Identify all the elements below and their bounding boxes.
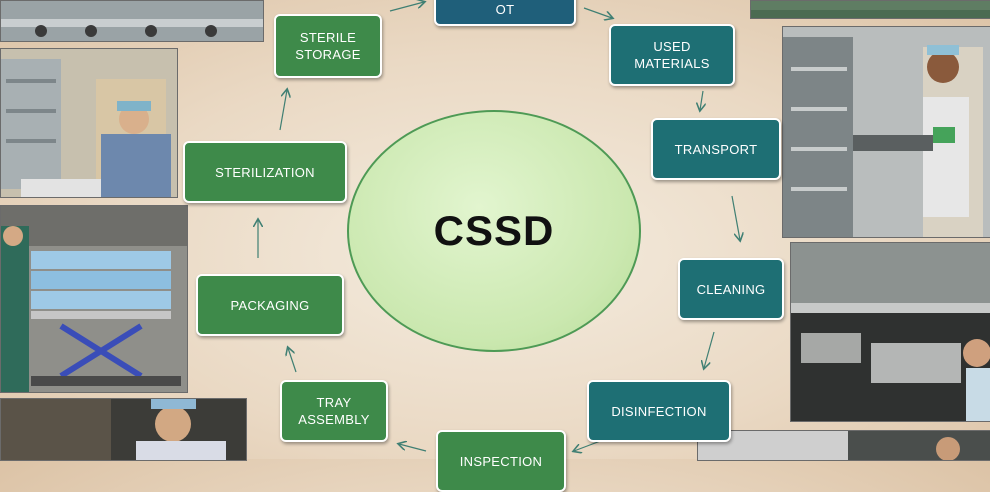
- arrow-cleaning-to-disinfection: [704, 331, 715, 368]
- node-sterilization: STERILIZATION: [183, 141, 347, 203]
- arrow-transport-to-cleaning: [731, 195, 740, 240]
- node-transport-label: TRANSPORT: [674, 141, 758, 157]
- node-disinfection: DISINFECTION: [587, 380, 731, 442]
- photo-green-drapes: [750, 0, 990, 19]
- arrow-inspection-to-tray: [399, 444, 427, 452]
- node-disinfection-label: DISINFECTION: [611, 403, 707, 419]
- node-transport: TRANSPORT: [651, 118, 781, 180]
- node-tray-assembly-label: TRAY ASSEMBLY: [298, 395, 370, 427]
- photo-disinfection-staff: [697, 430, 990, 461]
- photo-instrument-racks: [0, 0, 264, 42]
- node-cleaning-label: CLEANING: [696, 281, 766, 297]
- center-circle: CSSD: [347, 110, 641, 352]
- node-inspection: INSPECTION: [436, 430, 566, 492]
- node-sterile-storage: STERILE STORAGE: [274, 14, 382, 78]
- photo-cleaning-machine: [790, 242, 990, 422]
- node-tray-assembly: TRAY ASSEMBLY: [280, 380, 388, 442]
- arrow-used-to-transport: [700, 90, 703, 110]
- node-cleaning: CLEANING: [678, 258, 784, 320]
- arrow-storage-to-ot: [389, 2, 424, 12]
- node-packaging-label: PACKAGING: [230, 297, 310, 313]
- arrow-ot-to-used: [583, 7, 612, 18]
- node-packaging: PACKAGING: [196, 274, 344, 336]
- photo-staff-storage: [0, 48, 178, 198]
- node-inspection-label: INSPECTION: [459, 453, 543, 469]
- node-sterile-storage-label: STERILE STORAGE: [295, 30, 361, 62]
- flow-arrows: [0, 0, 990, 459]
- node-ot: OT: [434, 0, 576, 26]
- photo-tray-inspection: [0, 398, 247, 461]
- node-sterilization-label: STERILIZATION: [215, 164, 315, 180]
- photo-packaging-trolley: [0, 205, 188, 393]
- arrow-sterilization-to-storage: [279, 90, 287, 131]
- center-label: CSSD: [433, 207, 555, 254]
- node-used-materials: USED MATERIALS: [609, 24, 735, 86]
- node-ot-label: OT: [495, 1, 515, 17]
- photo-transport-cart: [782, 26, 990, 238]
- node-used-materials-label: USED MATERIALS: [634, 39, 710, 71]
- arrow-tray-to-packaging: [288, 348, 297, 373]
